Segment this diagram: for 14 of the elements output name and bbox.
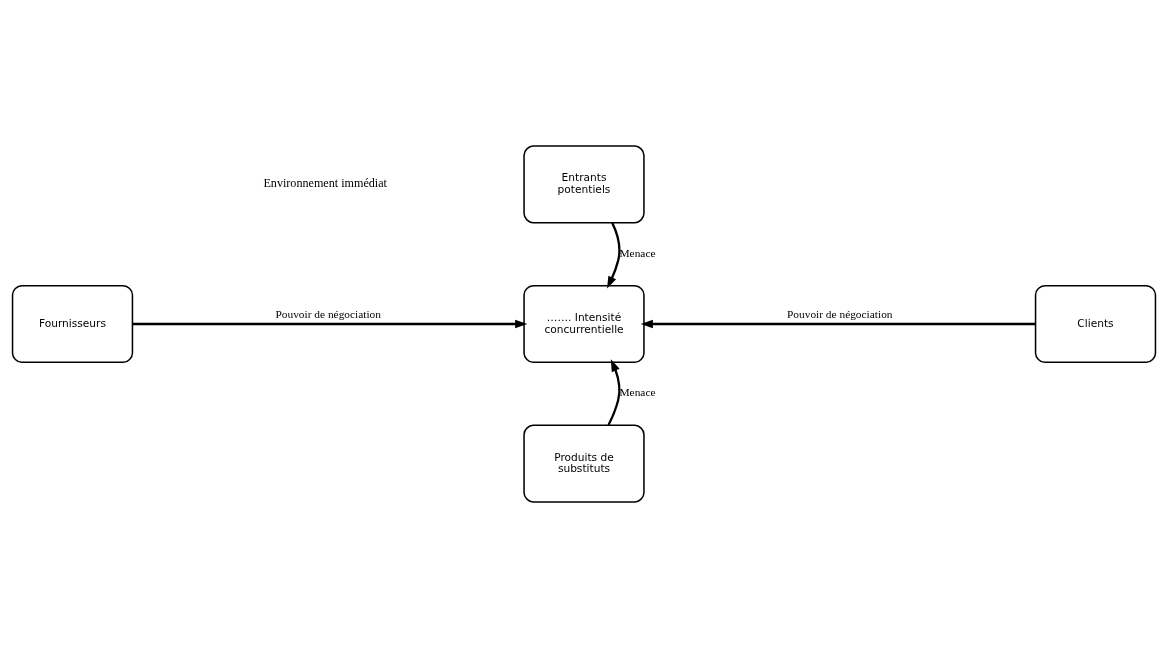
node-box: Entrants potentiels bbox=[523, 145, 645, 224]
arrow bbox=[132, 319, 528, 329]
arrow bbox=[607, 222, 621, 289]
arrow bbox=[640, 319, 1036, 329]
node-box: Produits de substituts bbox=[523, 424, 645, 503]
node-box: Fournisseurs bbox=[11, 284, 134, 364]
edge-label: Pouvoir de négociation bbox=[275, 307, 382, 320]
edge-label: Pouvoir de négociation bbox=[786, 307, 893, 320]
node-box: ……. Intensité concurrentielle bbox=[523, 284, 645, 364]
node-box: Clients bbox=[1034, 284, 1157, 364]
edge-label: Menace bbox=[619, 386, 656, 399]
edge-label: Menace bbox=[619, 246, 656, 259]
label: Environnement immédiat bbox=[263, 176, 387, 191]
arrow bbox=[607, 359, 621, 426]
